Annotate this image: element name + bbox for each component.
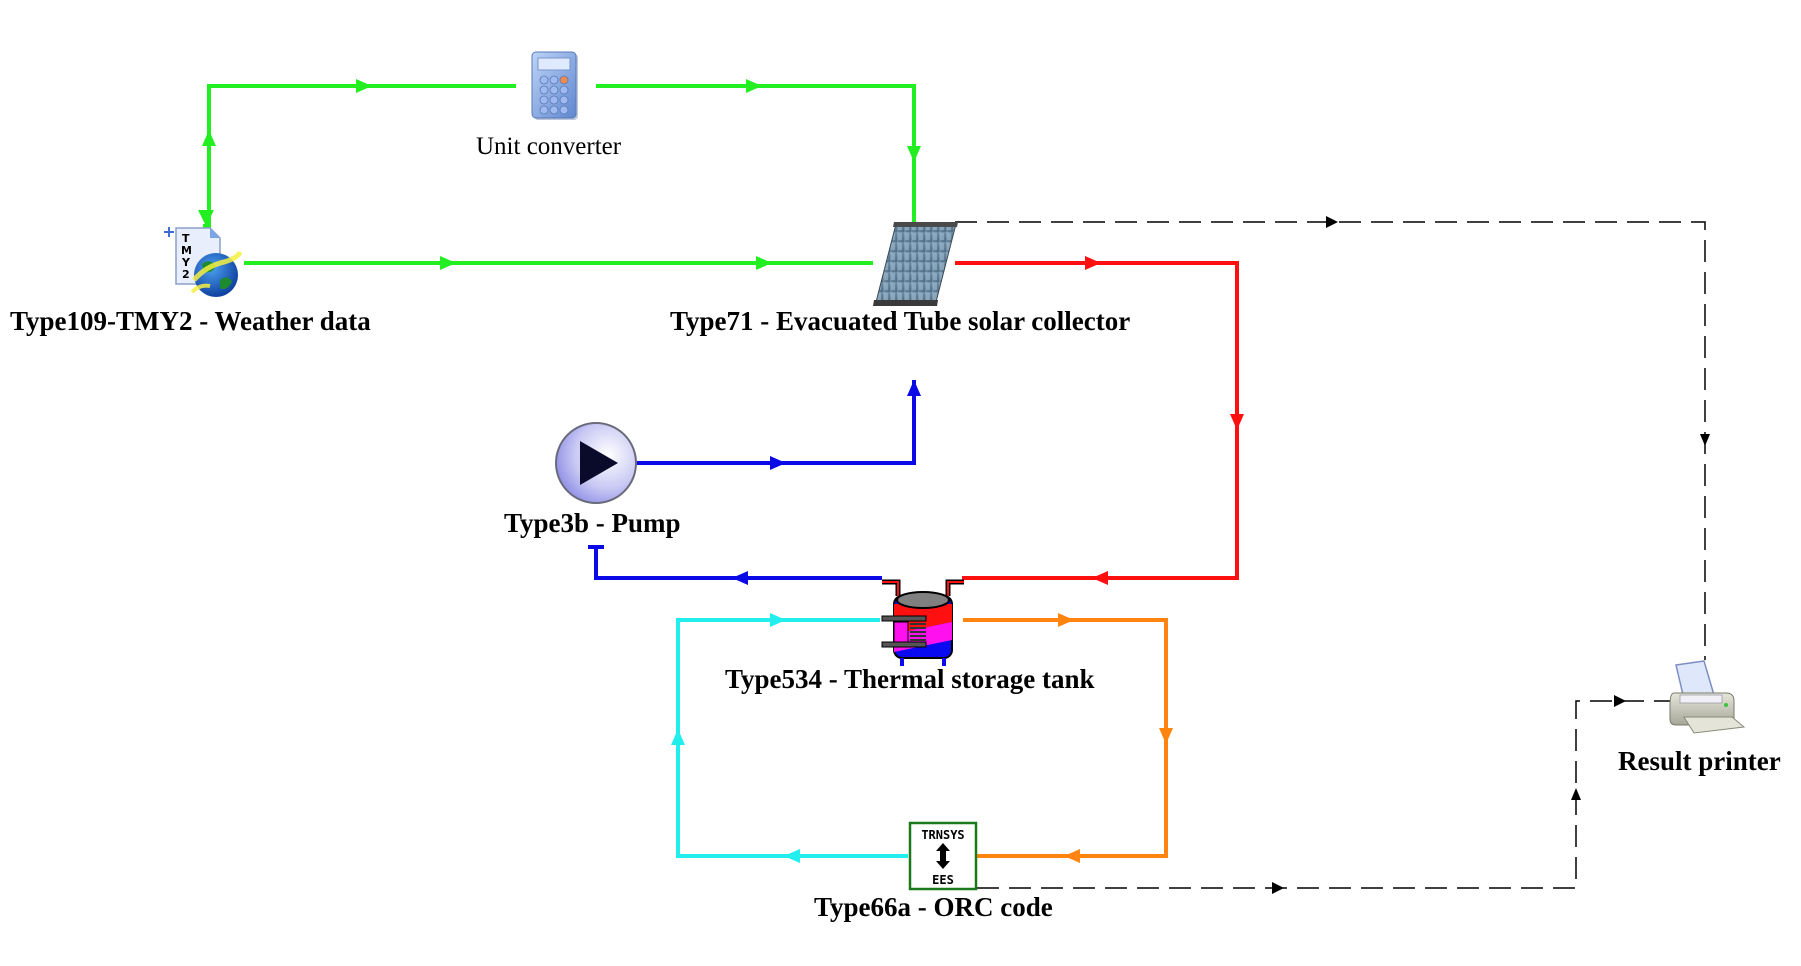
flow-arrow [770, 456, 786, 470]
connection-orc-to-printer[interactable] [977, 695, 1670, 894]
flow-arrow [1058, 613, 1074, 627]
ees-text: EES [932, 873, 954, 887]
flow-arrow [202, 130, 216, 146]
orc-code-label: Type66a - ORC code [814, 892, 1053, 922]
tmy2-letter: Y [181, 256, 191, 269]
storage-tank-icon[interactable] [881, 579, 964, 666]
connection-tank-to-pump[interactable] [588, 545, 882, 585]
flow-arrow [1272, 882, 1284, 894]
calculator-icon[interactable] [531, 51, 578, 120]
flow-arrow [907, 380, 921, 396]
connection-collector-to-printer[interactable] [955, 216, 1710, 660]
flow-arrow [1085, 256, 1101, 270]
printer-icon[interactable] [1669, 660, 1746, 734]
flow-arrow [732, 571, 748, 585]
tmy2-letter: T [182, 232, 190, 245]
flow-arrow [784, 849, 800, 863]
connection-weather-to-collector[interactable] [244, 256, 873, 270]
connection-pump-to-collector[interactable] [636, 380, 921, 470]
trnsys-text: TRNSYS [921, 828, 964, 842]
tmy2-letter: M [181, 244, 192, 257]
unit-converter-label: Unit converter [476, 133, 622, 160]
flow-arrow [746, 79, 762, 93]
flow-arrow [1159, 728, 1173, 744]
flow-arrow [907, 146, 921, 162]
flow-arrow [756, 256, 772, 270]
tmy2-letter: 2 [182, 268, 190, 281]
connection-tank-to-orc[interactable] [963, 613, 1173, 863]
flow-arrow [1326, 216, 1338, 228]
flow-arrow [440, 256, 456, 270]
flow-arrow [671, 729, 685, 745]
result-printer-label: Result printer [1618, 746, 1781, 776]
flow-arrow [1064, 849, 1080, 863]
weather-data-icon[interactable]: T M Y 2 [164, 227, 243, 297]
pump-label: Type3b - Pump [504, 508, 681, 538]
storage-tank-label: Type534 - Thermal storage tank [725, 664, 1095, 694]
connection-collector-to-tank[interactable] [955, 256, 1244, 585]
flow-arrow [1700, 434, 1710, 446]
solar-collector-icon[interactable] [873, 222, 958, 306]
connection-orc-to-tank[interactable] [671, 613, 908, 863]
connection-weather-to-converter[interactable] [198, 79, 516, 228]
flow-arrow [198, 210, 214, 226]
flow-arrow [1614, 695, 1626, 707]
solar-collector-label: Type71 - Evacuated Tube solar collector [670, 306, 1131, 336]
flow-arrow [1230, 414, 1244, 430]
flow-arrow [1571, 788, 1581, 800]
flow-arrow [356, 79, 372, 93]
connection-converter-to-collector[interactable] [596, 79, 921, 222]
flow-arrow [770, 613, 786, 627]
weather-data-label: Type109-TMY2 - Weather data [10, 306, 371, 336]
flow-arrow [1092, 571, 1108, 585]
pump-icon[interactable] [555, 422, 637, 504]
trnsys-ees-icon[interactable]: TRNSYS EES [908, 821, 978, 891]
